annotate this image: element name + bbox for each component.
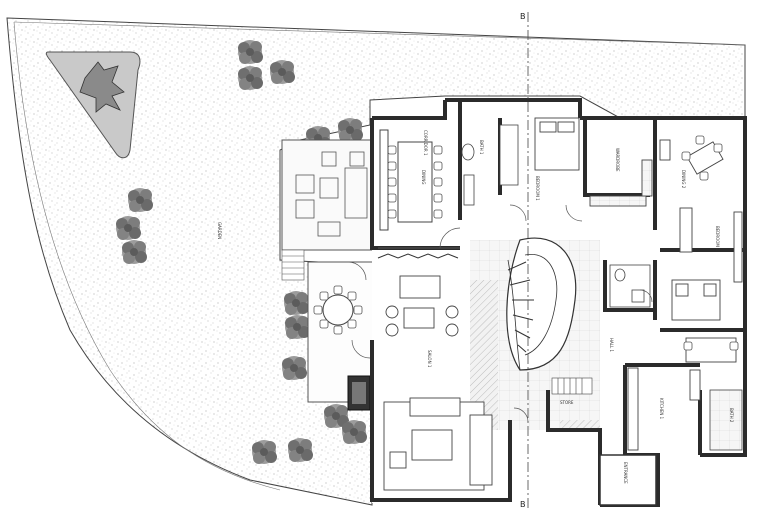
tree-icon [128, 188, 153, 212]
tree-icon [122, 240, 147, 264]
zigzag-partition [377, 253, 459, 259]
kitchen-label: KITCHEN 1 [659, 398, 664, 420]
top-boundary-line [13, 21, 746, 46]
tree-icon [116, 216, 141, 240]
dining-table [387, 141, 443, 223]
salon-furniture [383, 275, 493, 491]
bath1-label: BATH 1 [479, 140, 484, 155]
kitchen-counters [627, 337, 739, 451]
garden-boundary-inner [13, 21, 281, 491]
terrace [281, 139, 373, 251]
round-table [313, 285, 363, 335]
corridor-label: CORRIDOR 1 [423, 130, 428, 156]
bath2-label: BATH 2 [729, 408, 734, 423]
tree-icon [284, 291, 309, 315]
section-mark-top: B [520, 12, 526, 21]
tree-icon [342, 420, 367, 444]
pond-icon [45, 51, 141, 159]
section-mark-bottom: B [520, 500, 526, 509]
service-stairs [551, 377, 593, 395]
sideboard [379, 129, 389, 231]
tree-icon [338, 118, 363, 142]
dining-label: DINING [421, 170, 426, 185]
dining2-table [659, 135, 724, 181]
tree-icon [238, 66, 263, 90]
wardrobe-units [589, 159, 653, 207]
garden-label: GARDEN [217, 222, 222, 239]
wardrobe-label: WARDROBE [615, 148, 620, 172]
sculpture-icon [79, 61, 125, 113]
fireplace-inner [352, 382, 366, 404]
hatched-corridor-2 [560, 420, 600, 430]
tree-icon [238, 40, 263, 64]
bedroom2-label: BEDROOM 2 [715, 226, 720, 251]
tree-icon [270, 60, 295, 84]
dining2-label: DINING 2 [681, 170, 686, 189]
salon-label: SALON 1 [427, 350, 432, 368]
wc-fixtures [609, 264, 651, 308]
entrance-box [599, 454, 657, 506]
tree-icon [252, 440, 277, 464]
tree-icon [282, 356, 307, 380]
exterior-stairs [281, 249, 305, 281]
bedroom2-furniture [671, 207, 743, 321]
terrace-lounge [295, 151, 368, 237]
store-label: STORE [560, 400, 574, 405]
spiral-staircase [506, 237, 577, 371]
hall-label: HALL 1 [609, 338, 614, 352]
bath1-fixtures [461, 124, 519, 206]
bedroom1-bed [534, 117, 580, 171]
tree-icon [285, 315, 310, 339]
bedroom1-label: BEDROOM 1 [535, 176, 540, 201]
door-swings [347, 204, 653, 423]
tree-icon [288, 438, 313, 462]
entrance-label: ENTRANCE [623, 462, 628, 484]
bath2-area [709, 389, 743, 451]
